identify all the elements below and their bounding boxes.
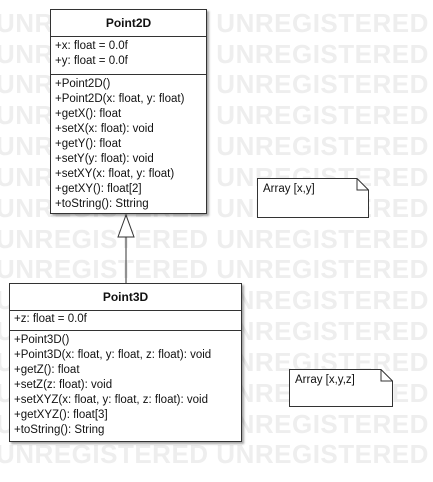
note-point2d[interactable]: Array [x,y] [257,178,369,218]
method-row: +getZ(): float [14,364,80,376]
method-row: +setY(y: float): void [55,153,154,165]
note-point3d[interactable]: Array [x,y,z] [289,369,393,407]
method-row: +Point2D(x: float, y: float) [55,93,185,105]
method-row: +toString(): String [14,424,105,436]
class-name: Point3D [10,284,241,311]
attribute-row: +y: float = 0.0f [55,55,128,67]
method-row: +getY(): float [55,138,122,150]
method-row: +getX(): float [55,108,122,120]
attribute-row: +z: float = 0.0f [14,313,87,325]
generalization-arrowhead [117,213,135,238]
method-row: +toString(): Sttring [55,198,149,210]
method-row: +setZ(z: float): void [14,379,113,391]
methods-compartment: +Point2D() +Point2D(x: float, y: float) … [51,75,206,214]
methods-compartment: +Point3D() +Point3D(x: float, y: float, … [10,331,241,440]
method-row: +setXYZ(x: float, y: float, z: float): v… [14,394,208,406]
method-row: +Point2D() [55,78,111,90]
method-row: +getXY(): float[2] [55,183,142,195]
class-point3d[interactable]: Point3D +z: float = 0.0f +Point3D() +Poi… [9,283,242,442]
method-row: +setXY(x: float, y: float) [55,168,175,180]
method-row: +Point3D() [14,334,70,346]
class-point2d[interactable]: Point2D +x: float = 0.0f +y: float = 0.0… [50,9,207,214]
class-name: Point2D [51,10,206,37]
attributes-compartment: +z: float = 0.0f [10,311,241,331]
attributes-compartment: +x: float = 0.0f +y: float = 0.0f [51,37,206,75]
attribute-row: +x: float = 0.0f [55,40,128,52]
note-shape [257,178,369,218]
method-row: +Point3D(x: float, y: float, z: float): … [14,349,212,361]
method-row: +getXYZ(): float[3] [14,409,108,421]
note-text: Array [x,y,z] [295,374,355,386]
note-text: Array [x,y] [263,183,315,195]
note-shape [289,369,393,407]
method-row: +setX(x: float): void [55,123,154,135]
